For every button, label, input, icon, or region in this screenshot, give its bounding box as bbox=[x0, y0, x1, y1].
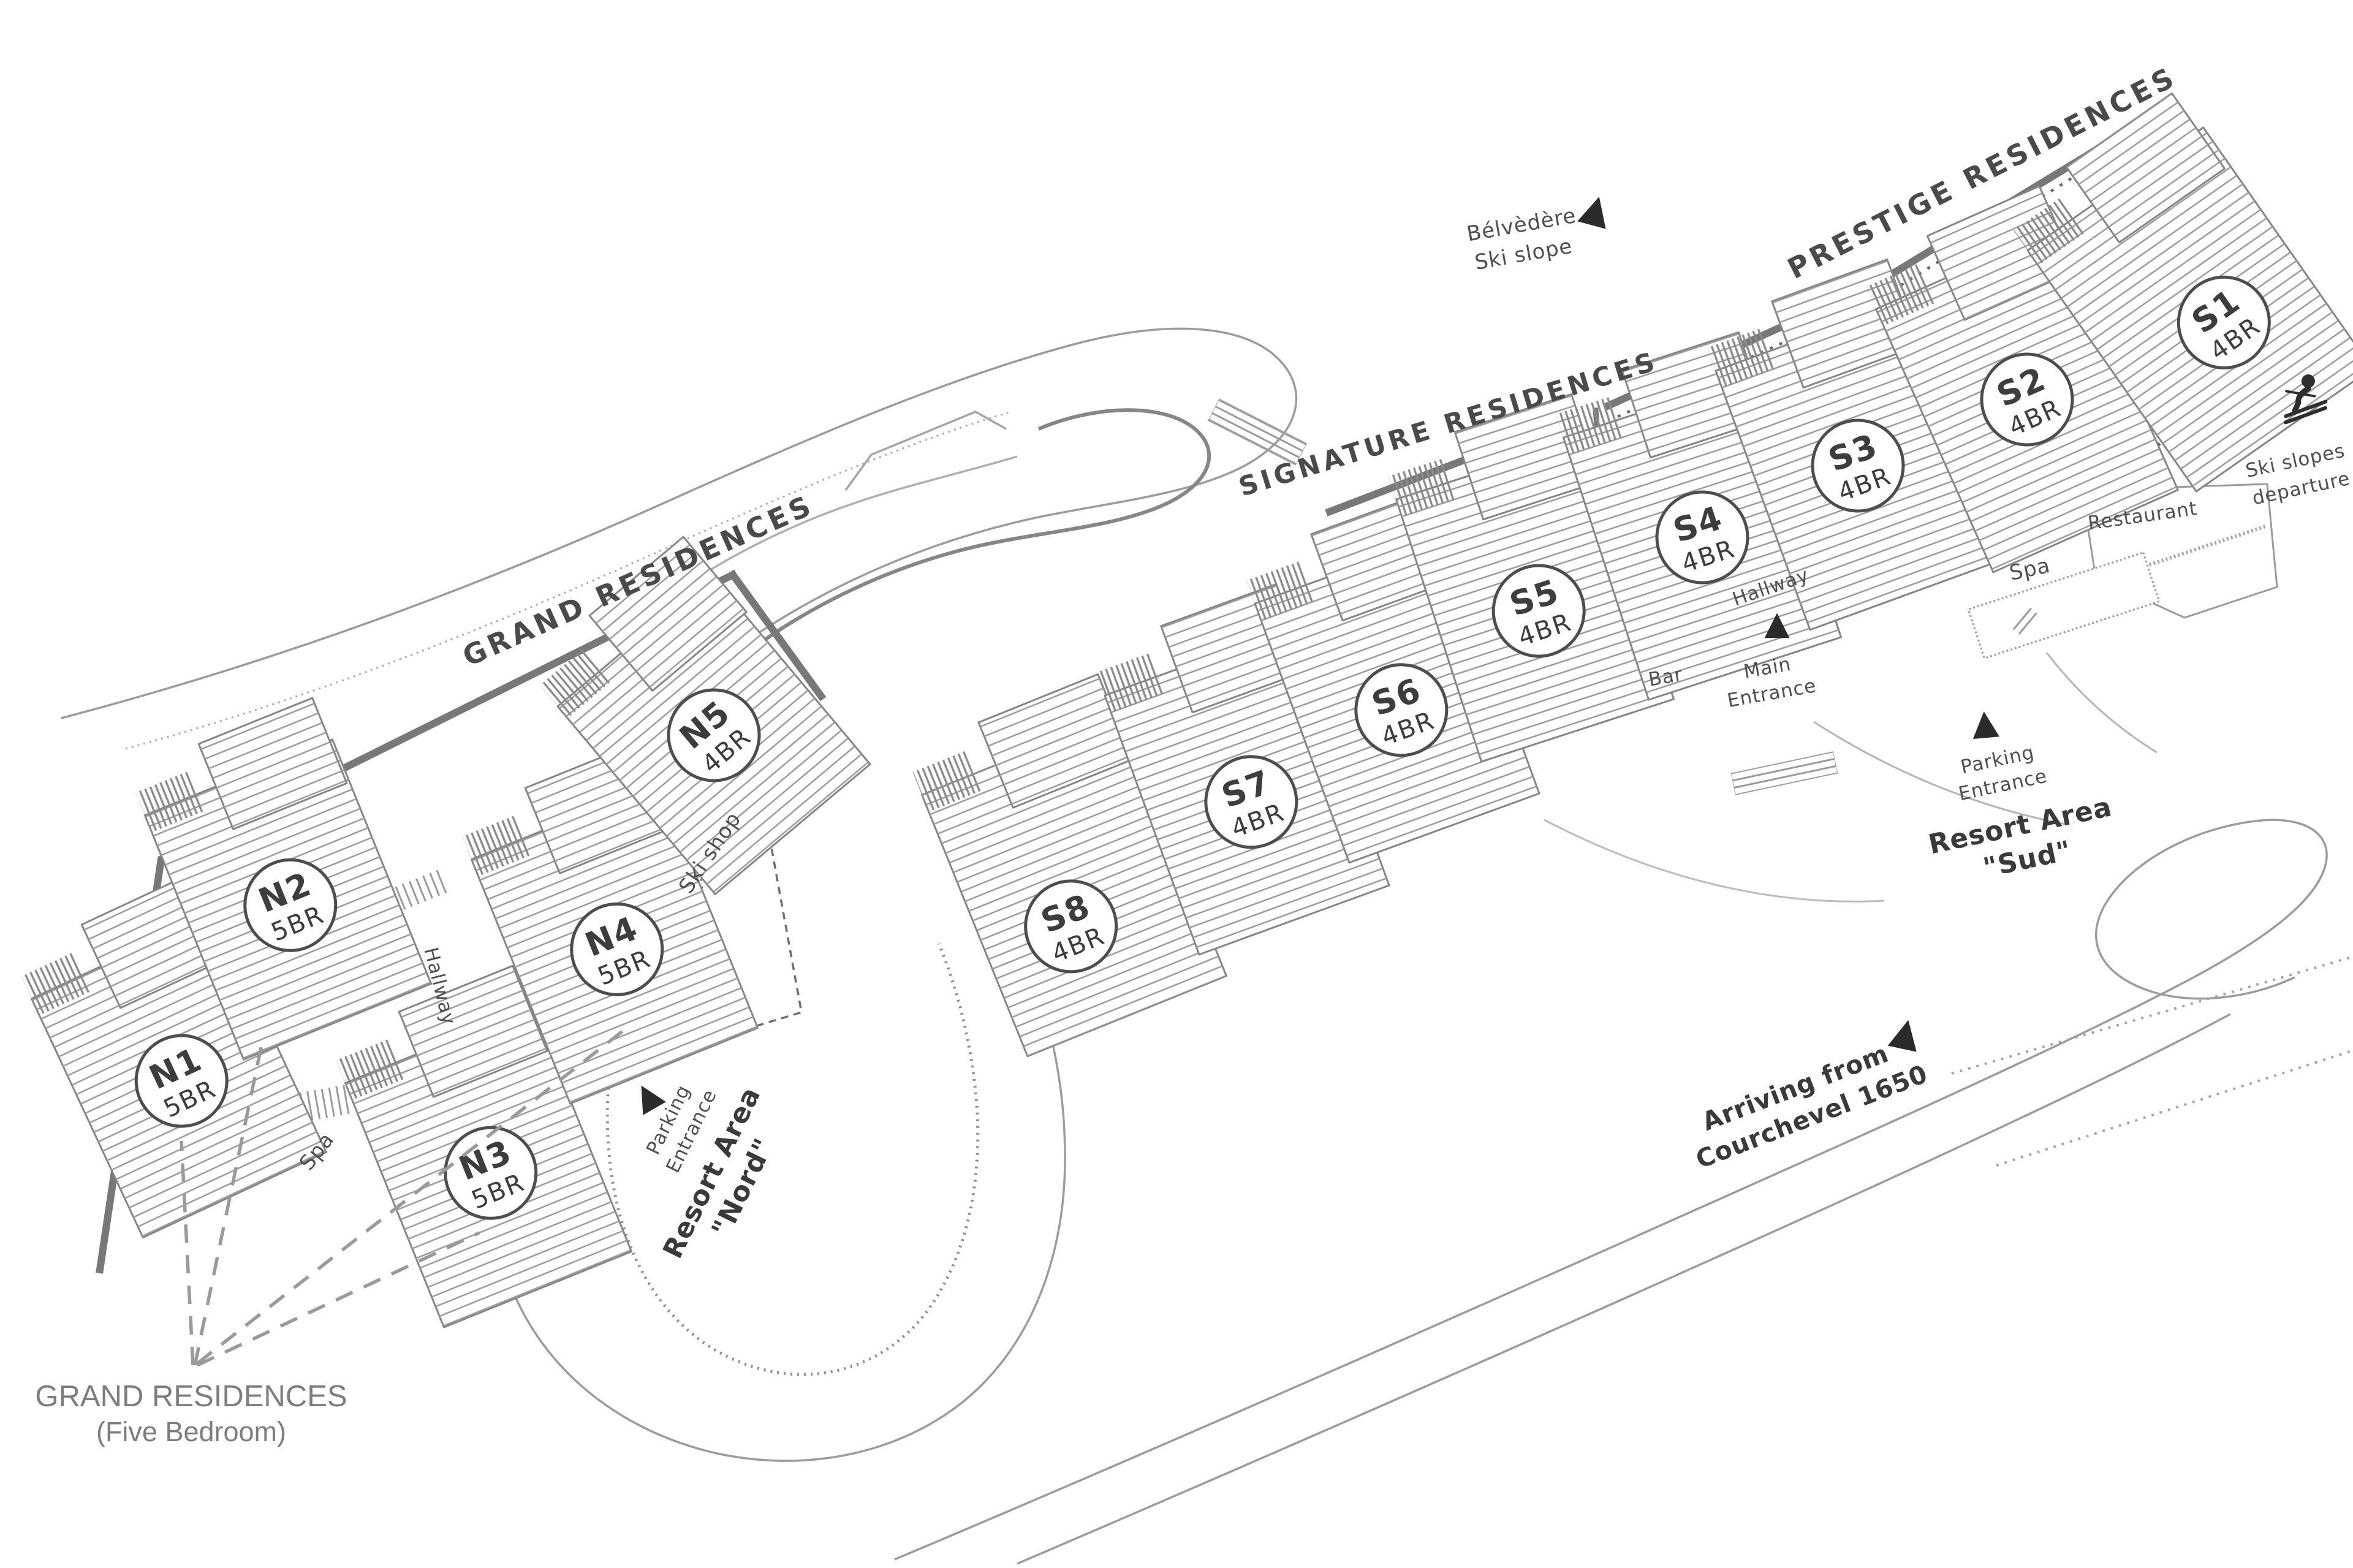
road-link-spa bbox=[2045, 652, 2158, 754]
restaurant-terrace-edge bbox=[2100, 524, 2268, 583]
badge-n5 bbox=[667, 688, 761, 782]
badge-s4 bbox=[1655, 490, 1749, 585]
road-link-sud bbox=[1544, 819, 1885, 903]
grand-boundary-stub bbox=[727, 569, 827, 702]
badge-s5 bbox=[1491, 564, 1586, 658]
badge-n2 bbox=[243, 858, 338, 952]
spa-corridor bbox=[1967, 551, 2161, 660]
road-edge-dotted-1 bbox=[1951, 956, 2352, 1075]
legend-line2: (Five Bedroom) bbox=[96, 1416, 286, 1447]
building-n5: N5 4BR bbox=[540, 536, 871, 895]
badge-n1 bbox=[134, 1034, 229, 1128]
road-edge-dotted-2 bbox=[1996, 1050, 2352, 1167]
road-arrival-inner bbox=[1017, 1013, 2231, 1565]
skier-icon bbox=[2284, 374, 2328, 425]
parking-strip-top-hairpin bbox=[1207, 398, 1308, 466]
road-parking-notch bbox=[844, 411, 1007, 491]
callout-line-n3 bbox=[196, 1231, 480, 1367]
building-n3: N3 5BR bbox=[336, 964, 633, 1328]
road-bottom-hairpin-inner bbox=[605, 943, 980, 1376]
legend-line1: GRAND RESIDENCES bbox=[35, 1380, 347, 1413]
callout-line-n2 bbox=[193, 1041, 264, 1366]
building-s1: S1 4BR bbox=[2014, 92, 2353, 493]
badge-s3 bbox=[1811, 419, 1905, 513]
badge-s8 bbox=[1024, 879, 1118, 974]
buildings-layer: N1 5BR N2 5BR N3 5BR bbox=[21, 92, 2353, 1328]
badge-n4 bbox=[570, 902, 664, 996]
spa-corridor-marks bbox=[2012, 607, 2037, 635]
badge-s6 bbox=[1354, 663, 1449, 757]
badge-s2 bbox=[1980, 352, 2074, 447]
road-arrival-outer bbox=[894, 819, 2328, 1561]
building-n4: N4 5BR bbox=[462, 741, 759, 1105]
callout-line-n1 bbox=[180, 1140, 195, 1366]
legend-callout-lines bbox=[180, 1023, 632, 1367]
main-entrance-walkway bbox=[1730, 751, 1838, 795]
badge-s7 bbox=[1204, 755, 1298, 849]
road-nord-approach-outer bbox=[61, 327, 1298, 816]
road-link-entrance bbox=[1813, 721, 2066, 825]
road-nord-approach-inner bbox=[125, 411, 1012, 750]
badge-s1 bbox=[2177, 275, 2271, 369]
building-n2: N2 5BR bbox=[135, 697, 433, 1061]
legend: GRAND RESIDENCES (Five Bedroom) bbox=[35, 1380, 347, 1447]
facilities bbox=[1967, 483, 2278, 660]
